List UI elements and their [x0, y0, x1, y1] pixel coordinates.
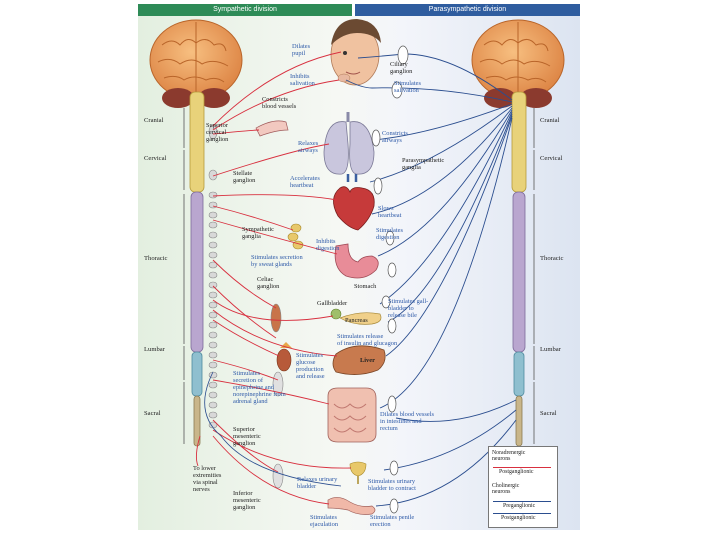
legend-box: Noradrenergic neurons Postganglionic Cho… — [488, 446, 558, 528]
label-pancreas: Pancreas — [345, 317, 368, 324]
legend-postganglionic-2: Postganglionic — [501, 515, 536, 521]
label-liver: Liver — [360, 357, 375, 364]
legend-cholinergic: Cholinergic neurons — [492, 483, 520, 496]
left-region-lumbar: Lumbar — [144, 346, 165, 353]
head-illustration — [330, 19, 381, 86]
legend-postganglionic-1: Postganglionic — [499, 469, 534, 475]
right-brain — [471, 19, 565, 108]
right-region-thoracic: Thoracic — [540, 255, 564, 262]
pancreas-illustration — [330, 308, 382, 325]
parasympathetic-header-bar — [355, 4, 580, 16]
sympathetic-chain — [208, 124, 218, 429]
label-gallbladder: Gallbladder — [317, 300, 348, 307]
bladder-illustration — [349, 461, 367, 484]
label-superior-cervical-ganglion: Superior cervical ganglion — [206, 122, 229, 143]
blood-vessel-illustration — [255, 120, 289, 137]
right-spinal-cord — [511, 91, 527, 447]
left-region-cranial: Cranial — [144, 117, 164, 124]
label-sympathetic-ganglia: Sympathetic ganglia — [242, 226, 274, 240]
label-inhibits-digestion: Inhibits digestion — [316, 238, 340, 252]
label-bladder-contract: Stimulates urinary bladder to contract — [368, 478, 416, 492]
right-region-lumbar: Lumbar — [540, 346, 561, 353]
legend-noradrenergic: Noradrenergic neurons — [492, 450, 526, 463]
label-gallbladder-bile: Stimulates gall- bladder to release bile — [388, 298, 429, 319]
legend-preganglionic: Preganglionic — [503, 503, 536, 509]
lungs-illustration — [323, 112, 375, 175]
label-relaxes-airways: Relaxes airways — [298, 140, 319, 154]
label-stellate-ganglion: Stellate ganglion — [233, 170, 256, 184]
label-celiac-ganglion: Celiac ganglion — [257, 276, 280, 290]
label-glucose-production: Stimulates glucose production and releas… — [296, 352, 325, 380]
label-inferior-mesenteric-ganglion: Inferior mesenteric ganglion — [233, 490, 261, 511]
liver-illustration — [332, 345, 386, 375]
sympathetic-division-header: Sympathetic division — [213, 6, 277, 13]
label-dilates-intestines: Dilates blood vessels in intestines and … — [380, 411, 434, 432]
legend-blue-line-pre — [493, 501, 551, 502]
legend-red-line — [493, 467, 551, 468]
collateral-ganglia — [270, 303, 284, 489]
intestines-illustration — [327, 387, 377, 443]
left-brain — [149, 19, 243, 108]
reproductive-organ-illustration — [327, 497, 376, 515]
parasympathetic-nerves — [204, 53, 517, 507]
stomach-illustration — [334, 243, 379, 279]
label-insulin-glucagon: Stimulates release of insulin and glucag… — [337, 333, 398, 347]
label-slows-heartbeat: Slows heartbeat — [378, 205, 402, 219]
label-inhibits-salivation: Inhibits salivation — [290, 73, 315, 87]
right-region-cervical: Cervical — [540, 155, 563, 162]
label-adrenal-secretion: Stimulates secretion of epinephrine and … — [233, 370, 286, 405]
heart-illustration — [333, 174, 375, 231]
label-accelerates-heartbeat: Accelerates heartbeat — [290, 175, 320, 189]
label-parasympathetic-ganglia: Parasympathetic ganglia — [402, 157, 445, 171]
sympathetic-nerves — [195, 51, 352, 505]
label-penile-erection: Stimulates penile erection — [370, 514, 415, 528]
sympathetic-header-bar — [138, 4, 352, 16]
parasympathetic-division-header: Parasympathetic division — [428, 6, 507, 13]
label-constricts-airways: Constricts airways — [382, 130, 408, 144]
label-lower-extremities: To lower extremities via spinal nerves — [193, 465, 222, 493]
label-constricts-blood-vessels: Constricts blood vessels — [262, 96, 297, 110]
label-superior-mesenteric-ganglion: Superior mesenteric ganglion — [233, 426, 261, 447]
label-dilates-pupil: Dilates pupil — [292, 43, 311, 57]
right-region-cranial: Cranial — [540, 117, 560, 124]
label-relaxes-bladder: Relaxes urinary bladder — [297, 476, 338, 490]
left-spinal-cord — [189, 91, 205, 447]
right-region-sacral: Sacral — [540, 410, 557, 417]
label-sweat-glands: Stimulates secretion by sweat glands — [251, 254, 303, 268]
left-region-cervical: Cervical — [144, 155, 167, 162]
left-region-thoracic: Thoracic — [144, 255, 168, 262]
left-region-sacral: Sacral — [144, 410, 161, 417]
legend-blue-line-post — [493, 513, 551, 514]
label-ciliary-ganglion: Ciliary ganglion — [390, 61, 413, 75]
label-stimulates-digestion: Stimulates digestion — [376, 227, 403, 241]
label-stimulates-salivation: Stimulates salivation — [394, 80, 421, 94]
label-stomach: Stomach — [354, 283, 377, 290]
parasympathetic-ganglia — [371, 45, 409, 514]
label-stimulates-ejaculation: Stimulates ejaculation — [310, 514, 339, 528]
